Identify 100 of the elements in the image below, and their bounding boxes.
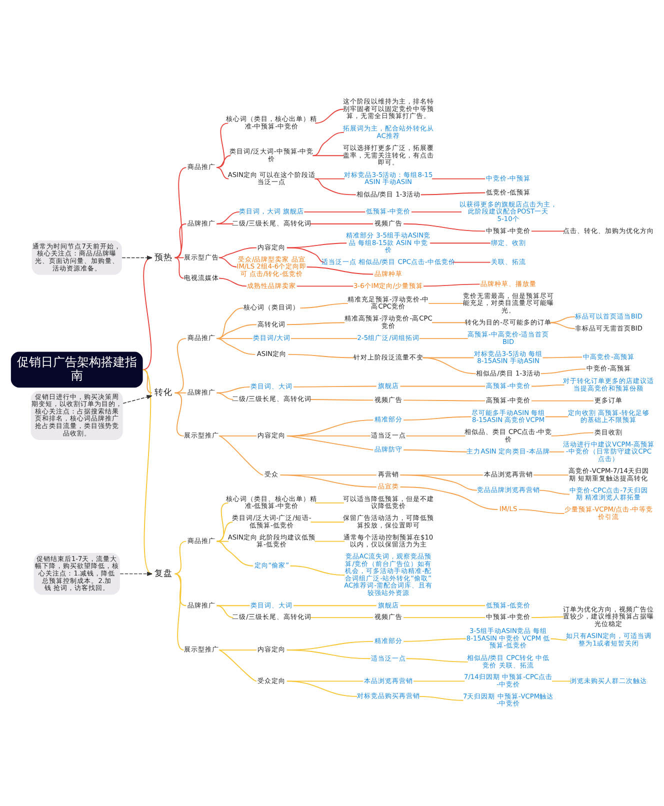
node-text: 转化 xyxy=(154,388,172,398)
connector xyxy=(218,650,257,682)
connector xyxy=(290,338,358,340)
connector xyxy=(216,522,234,542)
connector xyxy=(310,617,374,618)
connector xyxy=(288,354,354,358)
connector xyxy=(174,540,187,574)
connector xyxy=(216,324,257,340)
connector xyxy=(286,242,348,248)
connector xyxy=(419,696,464,701)
connector xyxy=(216,338,253,340)
connector xyxy=(419,338,468,340)
connector xyxy=(542,356,583,358)
connector xyxy=(286,680,358,697)
connector xyxy=(216,540,254,566)
connector xyxy=(428,302,464,304)
connector xyxy=(174,573,187,606)
connector xyxy=(314,502,344,504)
connector xyxy=(406,658,468,662)
connector xyxy=(403,449,468,452)
arrow xyxy=(122,394,153,404)
connector xyxy=(400,474,478,491)
connector xyxy=(403,638,466,642)
connector xyxy=(548,451,565,452)
connector xyxy=(218,257,238,268)
connector xyxy=(550,432,594,436)
connector xyxy=(432,322,467,324)
connector xyxy=(314,178,356,196)
connector xyxy=(216,392,234,400)
connector xyxy=(413,680,465,682)
connector xyxy=(403,223,486,232)
node-text: 复盘 xyxy=(154,569,172,580)
connector xyxy=(216,338,256,355)
connector xyxy=(400,386,486,387)
connector xyxy=(286,650,371,660)
connector xyxy=(432,178,486,180)
connector xyxy=(216,605,234,618)
connector xyxy=(286,322,346,326)
connector xyxy=(174,257,184,279)
connector xyxy=(216,212,240,224)
connector xyxy=(142,369,153,394)
connector xyxy=(552,680,572,682)
connector xyxy=(310,223,374,224)
connector xyxy=(174,573,184,650)
connector xyxy=(216,605,250,606)
connector xyxy=(286,247,325,263)
connector xyxy=(216,167,230,180)
connector xyxy=(430,242,491,244)
connector xyxy=(531,616,565,618)
connector xyxy=(403,617,486,618)
connector xyxy=(310,399,374,401)
connector xyxy=(452,262,491,263)
connector xyxy=(174,167,187,258)
connector xyxy=(550,638,568,641)
connector xyxy=(174,392,187,394)
connector xyxy=(518,509,565,514)
connector xyxy=(544,416,569,418)
connector xyxy=(216,155,232,168)
connector xyxy=(550,316,576,324)
connector xyxy=(296,286,354,287)
connector xyxy=(312,132,344,156)
connector xyxy=(293,605,377,606)
node-box: 促销日广告架构搭建指南 xyxy=(10,352,143,388)
connector xyxy=(531,230,565,232)
connector xyxy=(314,540,346,542)
connector xyxy=(538,490,570,495)
connector xyxy=(403,416,472,421)
connector xyxy=(300,302,348,309)
connector xyxy=(280,474,377,488)
connector xyxy=(531,384,565,387)
node-text: 预热 xyxy=(154,252,172,263)
connector xyxy=(550,322,576,330)
arrow xyxy=(120,572,154,576)
connector xyxy=(286,680,364,682)
connector xyxy=(218,247,257,258)
connector xyxy=(174,223,187,258)
arrow xyxy=(122,256,154,260)
connector xyxy=(293,386,377,388)
connector xyxy=(218,436,264,476)
connector xyxy=(312,155,344,156)
connector xyxy=(218,278,247,287)
connector xyxy=(314,178,346,180)
connector xyxy=(306,266,374,275)
connector xyxy=(314,108,344,124)
connector xyxy=(403,400,486,402)
connector xyxy=(533,474,569,476)
connector xyxy=(286,436,374,450)
connector xyxy=(310,522,344,523)
connector xyxy=(174,257,184,258)
connector xyxy=(142,257,153,370)
connector xyxy=(531,400,594,402)
connector xyxy=(142,369,153,574)
connector xyxy=(400,605,486,606)
connector xyxy=(290,565,346,576)
connector xyxy=(216,223,234,224)
connector xyxy=(422,357,476,374)
connector xyxy=(423,284,480,287)
connector xyxy=(540,368,586,374)
connector xyxy=(400,486,498,510)
connector xyxy=(420,192,486,196)
